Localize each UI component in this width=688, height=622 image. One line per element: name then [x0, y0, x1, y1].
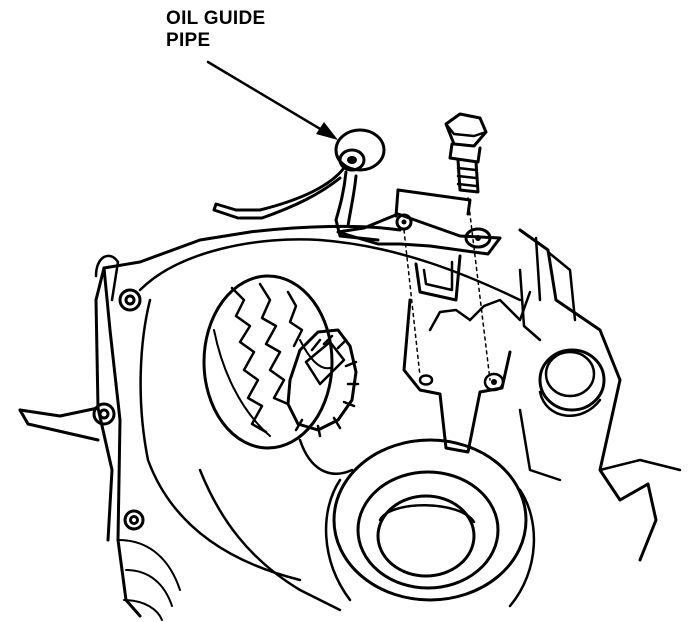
pinion-gear [286, 328, 360, 438]
right-housing [518, 228, 658, 562]
transmission-case [18, 224, 522, 621]
mounting-bracket [336, 188, 502, 302]
callout-line-2: PIPE [166, 30, 211, 51]
callout-line-1: OIL GUIDE [166, 8, 266, 29]
flange-bolt [403, 112, 491, 381]
bearing-bore [324, 438, 536, 608]
oil-guide-pipe [212, 128, 386, 242]
oil-trough-channel [402, 268, 542, 454]
case-ridge [198, 438, 682, 612]
callout-leader-arrow [206, 60, 338, 140]
oil-guide-pipe-callout: OIL GUIDE PIPE [166, 8, 265, 52]
ring-gear [202, 274, 334, 450]
